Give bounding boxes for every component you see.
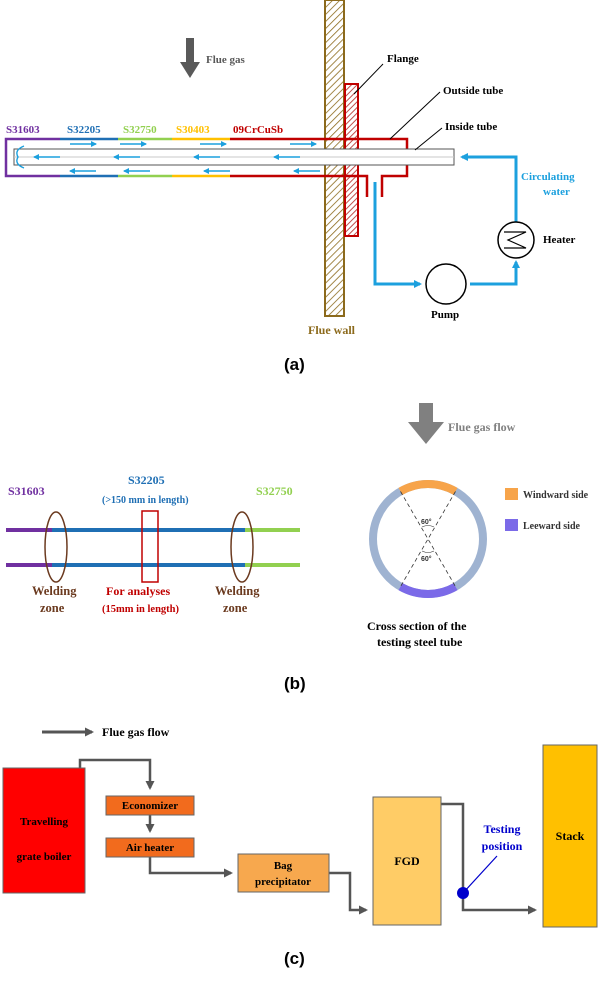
flue-wall-label: Flue wall [308, 323, 356, 337]
boiler-label-1: Travelling [20, 816, 69, 828]
panel-b-label: (b) [284, 674, 306, 693]
cross-section [369, 480, 487, 598]
boiler-box [2, 767, 86, 894]
inside-tube-label: Inside tube [445, 121, 497, 133]
sample-tube [6, 528, 300, 567]
welding-zone-left [44, 511, 68, 583]
heater [497, 221, 535, 259]
flue-gas-arrow [180, 38, 200, 78]
bag-label-2: precipitator [255, 876, 311, 888]
panel-a: Flue gas Flue wall Flange Outside tube [4, 0, 575, 374]
cross-section-label-2: testing steel tube [377, 635, 463, 649]
outside-tube-label: Outside tube [443, 85, 503, 97]
flange-label: Flange [387, 53, 419, 65]
flange-pointer [353, 63, 384, 95]
air-heater-box [105, 837, 195, 858]
testing-pointer [462, 855, 498, 894]
inside-tube [13, 148, 455, 166]
outside-tube-pointer [389, 91, 441, 140]
material-label-s32750: S32750 [123, 124, 157, 136]
angle-top: 60° [421, 518, 432, 526]
analysis-section [141, 510, 159, 583]
welding-right-1: Welding [215, 584, 260, 598]
panel-b: S31603 S32205 (>150 mm in length) S32750… [6, 403, 589, 693]
heater-label: Heater [543, 234, 575, 246]
water-loop [373, 153, 520, 288]
analysis-label-1: For analyses [106, 584, 170, 598]
outside-tube [4, 137, 409, 197]
flue-gas-label: Flue gas [206, 54, 246, 66]
welding-left-1: Welding [32, 584, 77, 598]
leeward-label: Leeward side [523, 521, 581, 532]
welding-zone-right [230, 511, 254, 583]
pump [425, 263, 467, 305]
economizer-box [105, 795, 195, 816]
flow-arrows [16, 141, 320, 174]
stack-box [542, 744, 598, 928]
fgd-label: FGD [394, 854, 420, 868]
flue-gas-flow-label-b: Flue gas flow [448, 420, 516, 434]
material-s32750: S32750 [256, 484, 293, 498]
material-s32205-note: (>150 mm in length) [102, 495, 189, 506]
welding-right-2: zone [223, 601, 248, 615]
bag-label-1: Bag [274, 860, 293, 872]
testing-label-2: position [482, 839, 523, 853]
windward-swatch [505, 488, 518, 500]
stack-label: Stack [556, 829, 585, 843]
panel-c: Flue gas flow Travelling grate boiler Ec… [2, 725, 598, 968]
air-heater-label: Air heater [126, 842, 174, 854]
material-label-s30403: S30403 [176, 124, 210, 136]
circulating-water-label-1: Circulating [521, 171, 575, 183]
material-label-s31603: S31603 [6, 124, 40, 136]
circulating-water-label-2: water [543, 186, 570, 198]
windward-label: Windward side [523, 490, 589, 501]
bag-precipitator-box [237, 853, 330, 893]
material-s31603: S31603 [8, 484, 45, 498]
flow-connectors [78, 758, 537, 915]
welding-left-2: zone [40, 601, 65, 615]
flue-gas-flow-label-c: Flue gas flow [102, 725, 170, 739]
pump-label: Pump [431, 309, 459, 321]
economizer-label: Economizer [122, 800, 178, 812]
analysis-label-2: (15mm in length) [102, 604, 180, 615]
panel-c-label: (c) [284, 949, 305, 968]
material-label-09crcusb: 09CrCuSb [233, 124, 283, 136]
testing-point [457, 887, 469, 899]
fgd-box [372, 796, 442, 926]
flue-gas-flow-arrow [408, 403, 444, 444]
boiler-label-2: grate boiler [17, 851, 72, 863]
panel-a-label: (a) [284, 355, 305, 374]
leeward-swatch [505, 519, 518, 531]
angle-bottom: 60° [421, 555, 432, 563]
material-s32205: S32205 [128, 473, 165, 487]
cross-section-label-1: Cross section of the [367, 619, 467, 633]
material-label-s32205: S32205 [67, 124, 101, 136]
inside-tube-pointer [414, 127, 443, 151]
testing-label-1: Testing [484, 822, 521, 836]
